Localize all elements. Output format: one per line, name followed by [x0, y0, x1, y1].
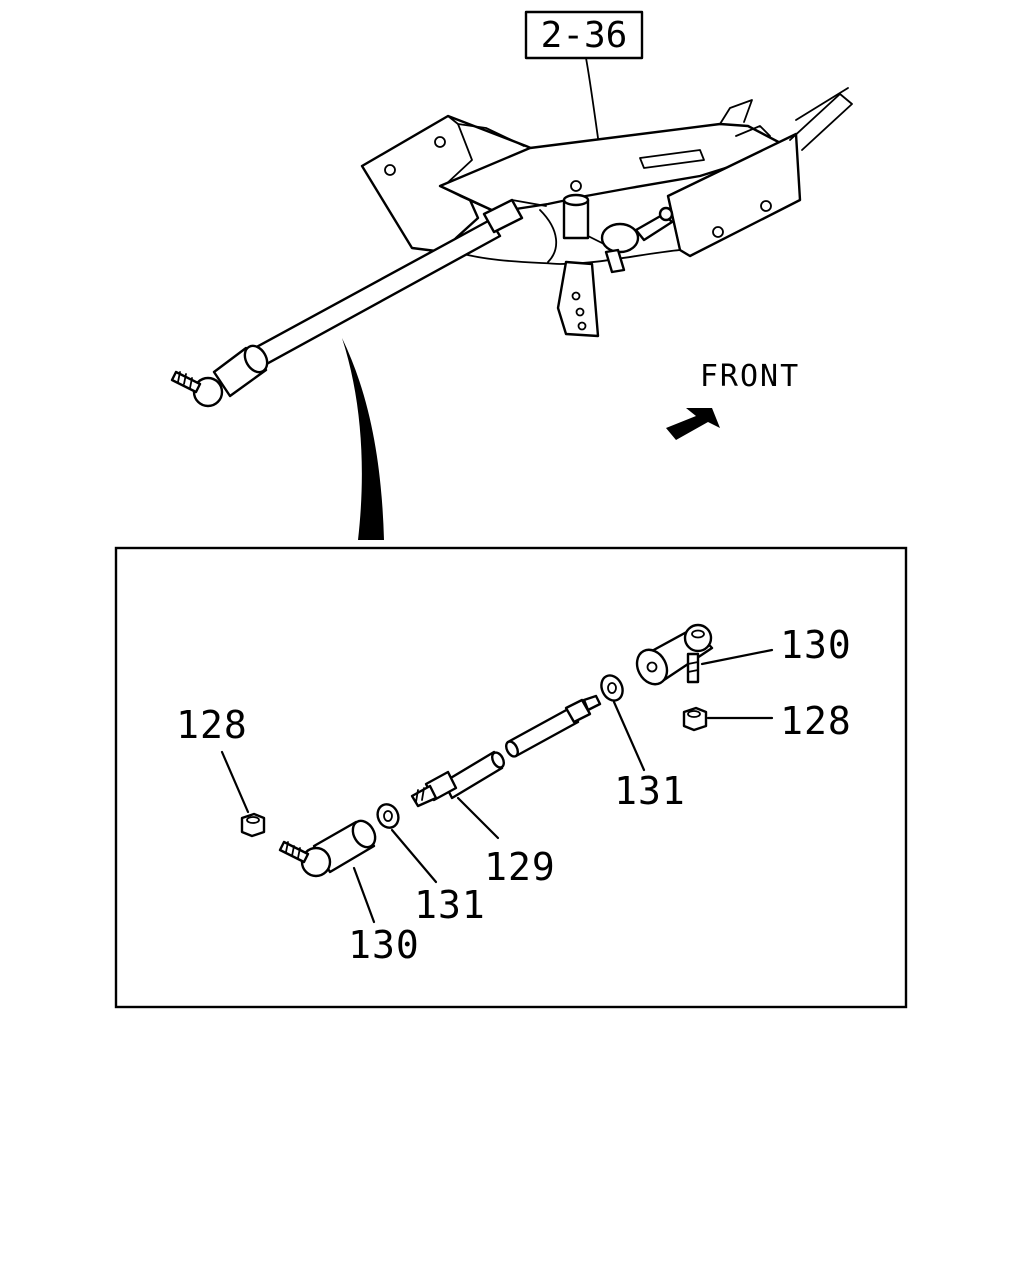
- front-arrow-icon: [666, 408, 720, 440]
- control-rod-assembly: [170, 198, 547, 408]
- assembly-overview: 2-36: [170, 10, 853, 540]
- detail-frame: [114, 546, 908, 1009]
- rod-left-segment: [410, 750, 505, 808]
- callout-130-left: 130: [348, 923, 420, 967]
- callout-128-right: 128: [780, 699, 852, 743]
- lower-housing: [455, 209, 681, 265]
- detail-pointer: [342, 338, 384, 540]
- support-plate: [438, 99, 792, 215]
- ball-joint-left: [278, 819, 377, 878]
- pivot-clamp: [562, 193, 674, 274]
- nut-left: [240, 812, 266, 838]
- callout-131-right: 131: [614, 769, 686, 813]
- exploded-detail-view: 130 128 131 129 131 130 128: [114, 546, 908, 1009]
- front-direction: FRONT: [666, 359, 800, 440]
- ball-joint-right: [635, 623, 714, 686]
- reference-box: 2-36: [524, 10, 644, 139]
- callout-128-left: 128: [176, 703, 248, 747]
- rod-right-segment: [505, 694, 602, 758]
- nut-right: [682, 706, 708, 732]
- lock-nut-left: [376, 803, 400, 829]
- callout-130-right: 130: [780, 623, 852, 667]
- front-label: FRONT: [700, 359, 800, 394]
- hanger-bracket: [556, 260, 600, 338]
- leader-lines: [220, 648, 774, 924]
- frame-member: [666, 87, 853, 258]
- reference-label: 2-36: [541, 15, 628, 56]
- callout-131-left: 131: [414, 883, 486, 927]
- lock-nut-right: [600, 674, 624, 702]
- callout-129: 129: [484, 845, 556, 889]
